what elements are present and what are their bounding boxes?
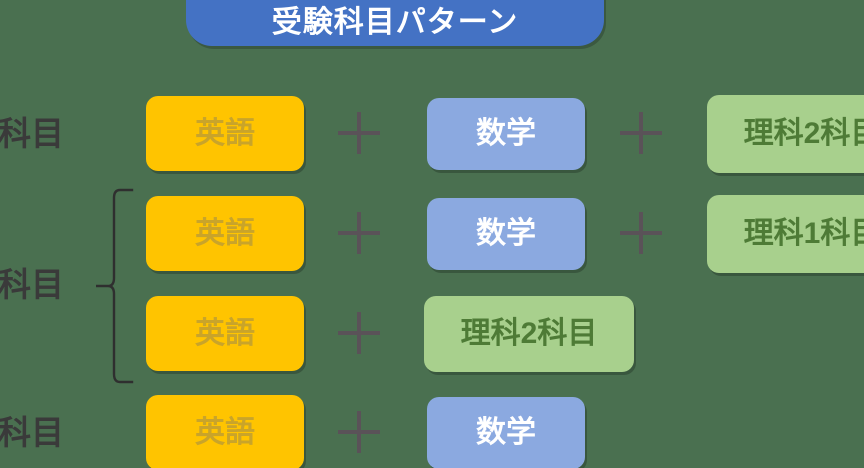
subject-label: 英語 — [195, 116, 255, 150]
subject-label: 英語 — [195, 415, 255, 449]
subject-label: 英語 — [195, 316, 255, 350]
subject-box-science-row1[interactable]: 理科2科目 — [707, 95, 864, 173]
subject-label: 理科2科目 — [743, 117, 864, 150]
subject-label: 数学 — [476, 416, 536, 449]
subject-box-math-row2[interactable]: 数学 — [427, 198, 585, 270]
title-banner: 受験科目パターン — [186, 0, 604, 46]
subject-box-english-row2[interactable]: 英語 — [146, 196, 304, 271]
subject-box-english-row3[interactable]: 英語 — [146, 296, 304, 371]
subject-label: 数学 — [476, 117, 536, 150]
subject-label: 数学 — [476, 217, 536, 250]
plus-icon-row2-2 — [620, 212, 662, 254]
group-brace — [96, 188, 134, 384]
subject-box-english-row4[interactable]: 英語 — [146, 395, 304, 468]
row-label-1: 科目 — [0, 115, 64, 152]
plus-icon-row2-1 — [338, 212, 380, 254]
row-label-group: 科目 — [0, 266, 64, 303]
plus-icon-row3-1 — [338, 312, 380, 354]
subject-box-english-row1[interactable]: 英語 — [146, 96, 304, 171]
plus-icon-row1-1 — [338, 112, 380, 154]
plus-icon-row4-1 — [338, 411, 380, 453]
subject-label: 英語 — [195, 216, 255, 250]
subject-box-math-row1[interactable]: 数学 — [427, 98, 585, 170]
subject-label: 理科2科目 — [460, 317, 598, 350]
subject-label: 理科1科目 — [743, 217, 864, 250]
subject-box-math-row4[interactable]: 数学 — [427, 397, 585, 468]
plus-icon-row1-2 — [620, 112, 662, 154]
page-title: 受験科目パターン — [271, 6, 519, 39]
subject-box-science-row2[interactable]: 理科1科目 — [707, 195, 864, 273]
row-label-4: 科目 — [0, 414, 64, 451]
subject-box-science-row3[interactable]: 理科2科目 — [424, 296, 634, 372]
